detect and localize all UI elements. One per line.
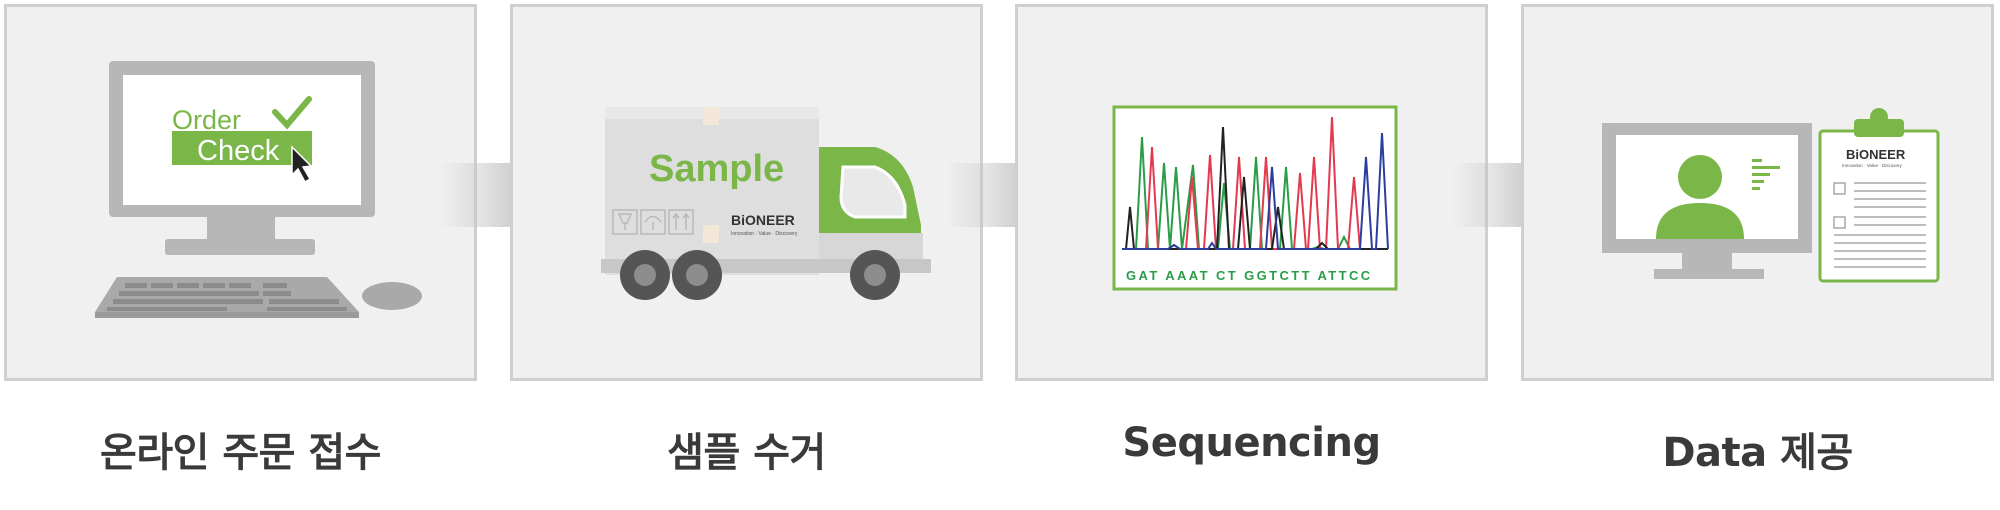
chromatogram-icon: GAT AAAT CT GGTCTT ATTCC bbox=[1112, 105, 1398, 291]
step-label-sequencing: Sequencing bbox=[1122, 420, 1381, 466]
handling-symbols-icon bbox=[612, 209, 694, 235]
check-text: Check bbox=[197, 135, 280, 167]
truck-tagline: Innovation · Value · Discovery bbox=[731, 231, 798, 237]
sample-text: Sample bbox=[649, 148, 784, 190]
step-panel-sequencing: GAT AAAT CT GGTCTT ATTCC bbox=[1015, 4, 1488, 381]
sequence-bases: GAT AAAT CT GGTCTT ATTCC bbox=[1126, 268, 1373, 283]
delivery-truck-icon: Sample BiONEER Innovation · Value · Disc… bbox=[601, 107, 931, 300]
truck-brand: BiONEER bbox=[731, 212, 795, 228]
computer-order-icon: Order Check bbox=[95, 61, 422, 318]
step-label-sample-pickup: 샘플 수거 bbox=[667, 430, 826, 476]
report-tagline: Innovation · Value · Discovery bbox=[1842, 163, 1902, 168]
step-label-data: Data 제공 bbox=[1662, 430, 1853, 476]
report-brand: BiONEER bbox=[1846, 147, 1906, 162]
step-panel-sample-pickup: Sample BiONEER Innovation · Value · Disc… bbox=[510, 4, 983, 381]
order-text: Order bbox=[172, 105, 241, 135]
step-label-order: 온라인 주문 접수 bbox=[100, 430, 381, 476]
step-panel-order: Order Check bbox=[4, 4, 477, 381]
step-panel-data: BiONEER Innovation · Value · Discovery bbox=[1521, 4, 1994, 381]
report-monitor-icon: BiONEER Innovation · Value · Discovery bbox=[1602, 108, 1940, 283]
